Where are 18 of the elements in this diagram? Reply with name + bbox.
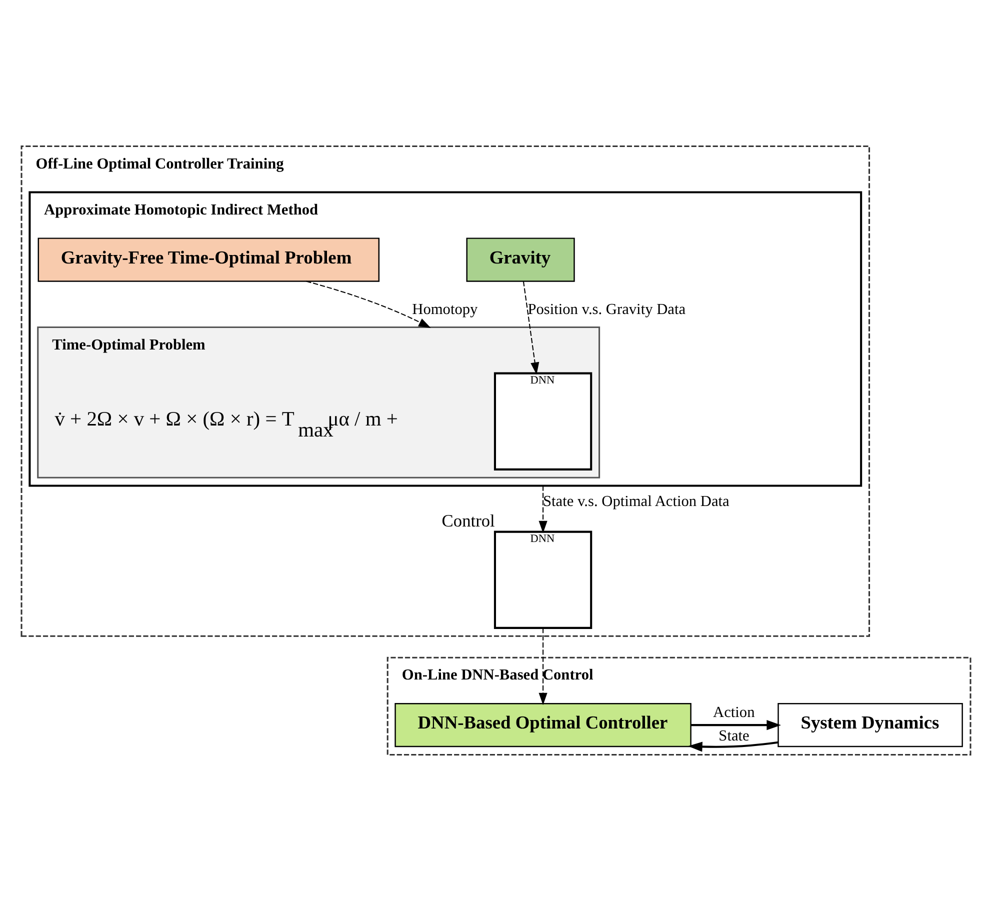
node-box: System Dynamics	[777, 702, 962, 747]
arrow	[522, 280, 539, 374]
arrow	[690, 720, 781, 730]
arrow	[538, 628, 547, 705]
node-label: Control	[441, 510, 494, 530]
edge-label: State v.s. Optimal Action Data	[542, 492, 729, 510]
arrow	[688, 740, 778, 752]
edge-label: Position v.s. Gravity Data	[527, 300, 686, 318]
node-box: DNN	[493, 372, 592, 470]
edge-label: State	[718, 726, 749, 744]
arrow	[306, 280, 430, 328]
node-box: Gravity-Free Time-Optimal Problem	[37, 237, 380, 282]
edge-label: Homotopy	[412, 300, 478, 318]
node-box: DNN	[493, 530, 592, 628]
arrow	[538, 485, 547, 533]
edge-label: Action	[712, 703, 754, 720]
node-box: Gravity	[466, 237, 574, 282]
node-box: DNN-Based Optimal Controller	[394, 702, 691, 747]
